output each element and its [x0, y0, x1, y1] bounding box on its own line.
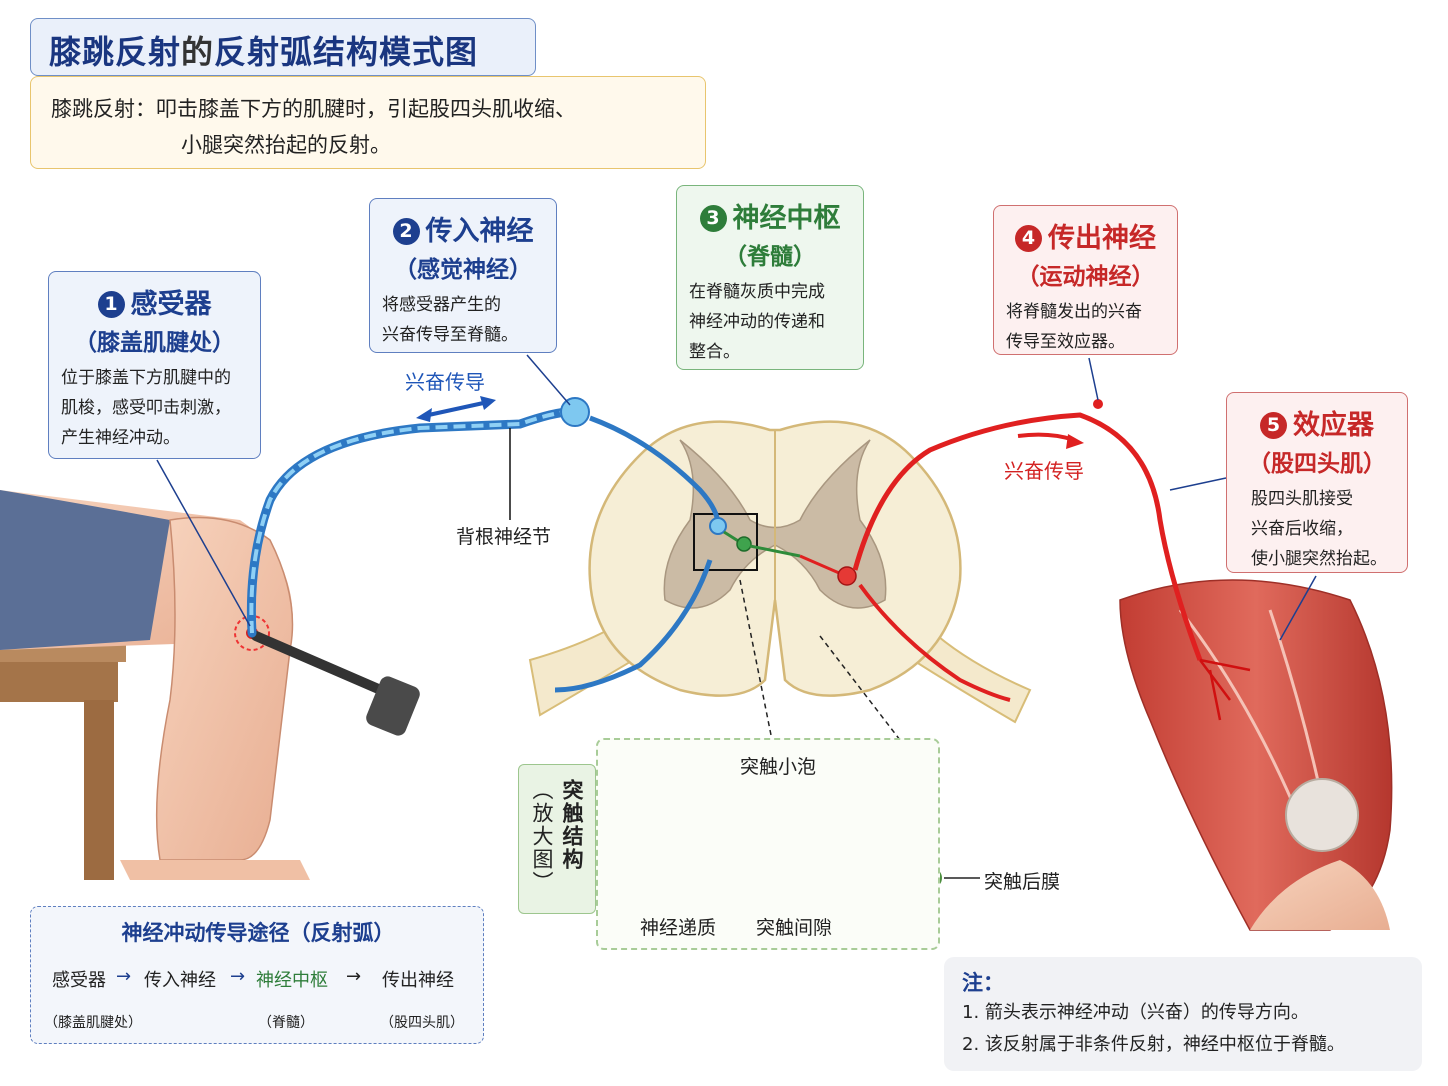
card-1-desc-line: 位于膝盖下方肌腱中的	[61, 368, 231, 388]
card-3-title: 神经中枢	[732, 203, 841, 234]
card-5-number: 5	[1260, 412, 1287, 439]
pathway-box: 神经冲动传导途径（反射弧）	[30, 906, 484, 1044]
pathway-step-efferent: 传出神经	[382, 970, 454, 991]
pathway-arrow: →	[116, 966, 132, 987]
card-3-number: 3	[699, 205, 727, 232]
spinal-cord	[528, 420, 1032, 724]
title-box: 膝跳反射的反射弧结构模式图	[30, 18, 536, 76]
efferent-nerve	[799, 399, 1251, 721]
card-2-desc-line: 兴奋传导至脊髓。	[382, 325, 518, 345]
leg-and-hammer	[0, 490, 420, 880]
page-title-part2: 的	[181, 33, 215, 71]
card-5-title: 效应器	[1293, 410, 1374, 441]
central-nerve	[723, 530, 801, 558]
excite-label-left: 兴奋传导	[405, 370, 485, 394]
pathway-arrow: →	[230, 966, 246, 987]
pathway-sub-effector: （股四头肌）	[380, 1015, 464, 1031]
card-1-number: 1	[97, 291, 125, 318]
pathway-arrow: →	[346, 966, 362, 987]
intro-line2: 小腿突然抬起的反射。	[181, 133, 391, 157]
synapse-tag: 突触结构 （放大图）	[518, 764, 596, 914]
card-3-desc-line: 神经冲动的传递和	[689, 312, 825, 332]
card-4-title: 传出神经	[1048, 223, 1156, 254]
card-3-subtitle: （脊髓）	[724, 244, 816, 270]
card-4-number: 4	[1015, 225, 1042, 252]
page-title-part1: 膝跳反射	[49, 33, 182, 71]
synapse-tag-main: 突触结构	[560, 779, 584, 871]
leader-lines	[156, 354, 1317, 741]
card-4-subtitle: （运动神经）	[1016, 264, 1155, 290]
card-2-title: 传入神经	[425, 216, 534, 247]
vesicle-label: 突触小泡	[740, 756, 817, 778]
card-5-desc-line: 股四头肌接受	[1251, 489, 1353, 509]
card-5-subtitle: （股四头肌）	[1248, 451, 1386, 477]
transmitter-label: 神经递质	[640, 917, 717, 939]
pathway-sub-center: （脊髓）	[258, 1015, 314, 1031]
pathway-sub-receptor: （膝盖肌腱处）	[44, 1015, 142, 1031]
card-5-desc-line: 兴奋后收缩，	[1251, 519, 1353, 539]
ganglion-label: 背根神经节	[456, 526, 552, 548]
card-2-number: 2	[392, 218, 420, 245]
card-5-desc-line: 使小腿突然抬起。	[1251, 549, 1387, 569]
card-2-desc-line: 将感受器产生的	[382, 295, 501, 315]
card-3-desc-line: 在脊髓灰质中完成	[689, 282, 825, 302]
intro-box: 膝跳反射：叩击膝盖下方的肌腱时，引起股四头肌收缩、 小腿突然抬起的反射。	[30, 76, 706, 169]
afferent-nerve	[246, 397, 727, 693]
synapse-box	[596, 738, 940, 950]
intro-line1: 膝跳反射：叩击膝盖下方的肌腱时，引起股四头肌收缩、	[51, 97, 576, 121]
excite-label-right: 兴奋传导	[1004, 459, 1084, 483]
card-3-desc-line: 整合。	[689, 342, 740, 362]
card-1-desc-line: 肌梭，感受叩击刺激，	[61, 398, 231, 418]
card-4-desc-line: 传导至效应器。	[1006, 332, 1125, 352]
note-title: 注：	[962, 971, 1004, 995]
card-2-subtitle: （感觉神经）	[394, 257, 532, 283]
card-1-desc-line: 产生神经冲动。	[61, 428, 180, 448]
note-item-2: 2. 该反射属于非条件反射，神经中枢位于脊髓。	[962, 1034, 1345, 1055]
card-1-subtitle: （膝盖肌腱处）	[74, 330, 235, 356]
page-title-part3: 反射弧结构模式图	[214, 33, 479, 71]
pathway-step-center: 神经中枢	[256, 970, 328, 991]
thigh-muscle	[1119, 579, 1393, 931]
excite-arrow-left	[416, 396, 496, 422]
excite-arrow-right	[1017, 432, 1084, 449]
synapse-tag-sub: （放大图）	[530, 779, 554, 894]
postsynaptic-label: 突触后膜	[984, 871, 1061, 893]
note-item-1: 1. 箭头表示神经冲动（兴奋）的传导方向。	[962, 1002, 1309, 1023]
pathway-step-receptor: 感受器	[52, 970, 106, 991]
card-1-title: 感受器	[130, 289, 212, 320]
cleft-label: 突触间隙	[756, 917, 833, 939]
pathway-title: 神经冲动传导途径（反射弧）	[121, 921, 395, 945]
card-4-desc-line: 将脊髓发出的兴奋	[1006, 302, 1142, 322]
note-box: 注： 1. 箭头表示神经冲动（兴奋）的传导方向。 2. 该反射属于非条件反射，神…	[944, 957, 1422, 1071]
pathway-step-afferent: 传入神经	[144, 970, 216, 991]
